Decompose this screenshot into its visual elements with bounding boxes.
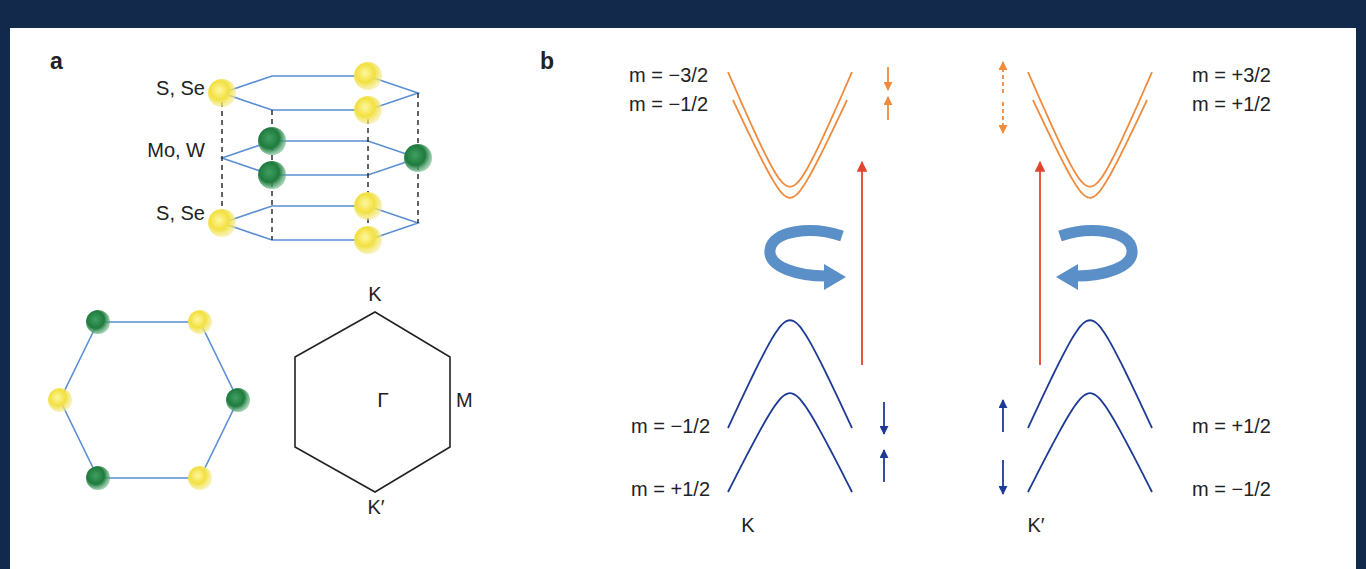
text-label: S, Se (156, 77, 205, 99)
hexagon-top-view (48, 310, 250, 490)
band-curve (728, 320, 852, 428)
text-label: Mo, W (147, 139, 205, 161)
text-label: m = −1/2 (1192, 478, 1271, 500)
text-label: K′ (1027, 514, 1044, 536)
text-label: K′ (367, 496, 384, 518)
text-label: m = −3/2 (629, 64, 708, 86)
brillouin-zone: Γ (290, 310, 456, 494)
zone-outline (295, 312, 450, 492)
text-label: m = +1/2 (1192, 93, 1271, 115)
band-curve (728, 393, 852, 492)
band-curve (1033, 100, 1147, 198)
band-curve (1028, 320, 1152, 428)
panel-letter: b (540, 49, 554, 74)
spin-arrows (884, 62, 1003, 494)
text-label: m = −1/2 (629, 93, 708, 115)
band-structure (728, 72, 1152, 492)
band-curve (1028, 393, 1152, 492)
zone-center-label: Γ (377, 388, 389, 411)
band-curve (733, 100, 847, 198)
crystal-prism (208, 62, 432, 254)
zone-hexagon (290, 310, 456, 494)
text-label: M (456, 389, 473, 411)
text-label: K (368, 283, 381, 305)
rotation-arrows (770, 231, 1132, 290)
transition-arrows (862, 162, 1040, 365)
text-label: m = +3/2 (1192, 64, 1271, 86)
text-label: S, Se (156, 202, 205, 224)
text-label: m = +1/2 (1192, 415, 1271, 437)
text-label: m = +1/2 (631, 478, 710, 500)
text-label: K (741, 514, 754, 536)
panel-ground (10, 28, 1356, 569)
text-label: m = −1/2 (631, 415, 710, 437)
panel-letter: a (50, 49, 63, 74)
